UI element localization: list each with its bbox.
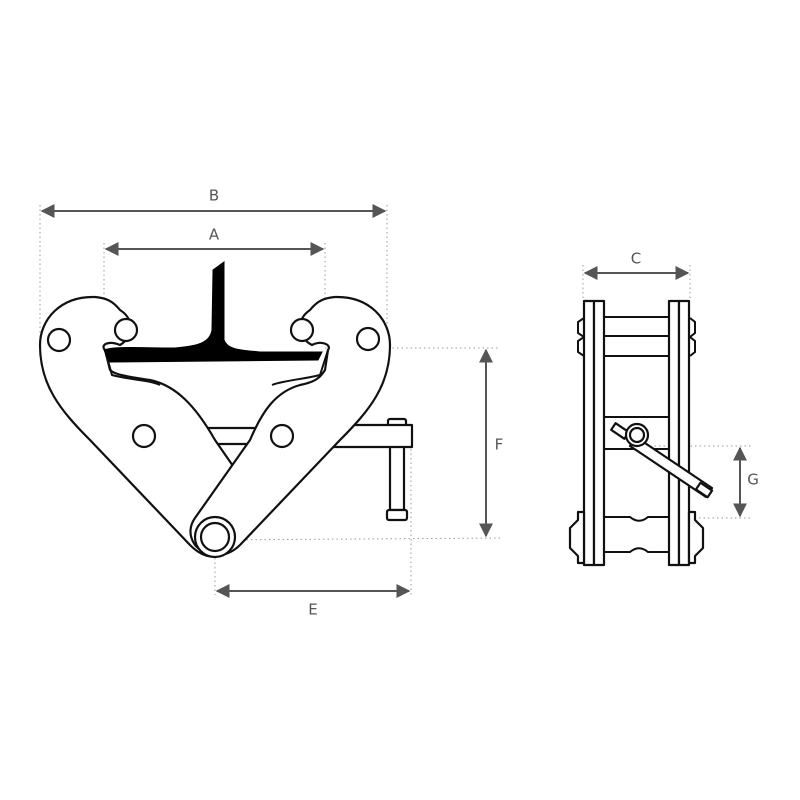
side-bolt-right-top-2 — [688, 317, 696, 357]
dimension-C: C — [583, 250, 690, 280]
dim-label-C: C — [631, 250, 641, 268]
side-clamp-screw — [610, 422, 714, 499]
right-jaw-notch — [271, 349, 329, 386]
dimension-B: B — [40, 187, 387, 218]
hole-right-middle — [269, 423, 295, 449]
dim-label-E: E — [308, 601, 317, 619]
dim-label-B: B — [209, 187, 219, 205]
hole-right-outer — [355, 326, 381, 352]
dimension-F: F — [479, 348, 504, 538]
hole-left-inner — [113, 317, 139, 343]
dim-label-F: F — [495, 436, 504, 454]
hole-left-outer — [46, 327, 72, 353]
front-view — [38, 261, 414, 559]
dim-label-G: G — [747, 471, 759, 489]
extension-lines — [39, 205, 752, 595]
side-plate-right-outer — [677, 299, 691, 567]
side-pin-cap-right — [687, 510, 705, 565]
side-view — [568, 299, 714, 567]
dimension-A: A — [104, 226, 325, 256]
dim-label-A: A — [209, 226, 220, 244]
hole-left-middle — [131, 423, 157, 449]
left-jaw-notch — [104, 349, 161, 386]
pivot-pin — [193, 515, 237, 559]
dimension-G: G — [733, 446, 759, 518]
dimension-E: E — [215, 584, 411, 619]
side-plate-left-outer — [582, 299, 596, 567]
side-plate-left-inner — [592, 299, 606, 567]
side-pin-cap-left — [568, 510, 586, 565]
hole-right-inner — [289, 317, 315, 343]
side-plate-right-inner — [667, 299, 681, 567]
beam-section — [103, 261, 323, 363]
